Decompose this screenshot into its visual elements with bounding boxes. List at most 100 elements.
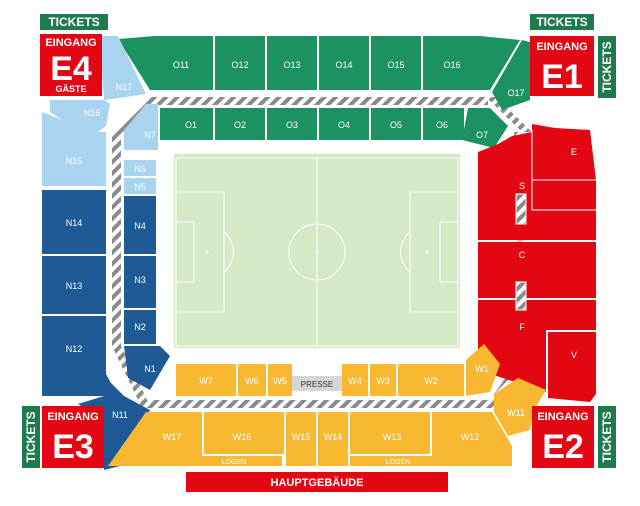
block-n17[interactable] bbox=[102, 36, 146, 100]
block-n14[interactable] bbox=[42, 190, 106, 254]
label-n6: N6 bbox=[134, 164, 146, 174]
block-o14[interactable] bbox=[319, 36, 369, 90]
label-n3: N3 bbox=[134, 275, 146, 285]
block-n6[interactable] bbox=[124, 160, 156, 176]
label-w12: W12 bbox=[461, 432, 480, 442]
block-o15[interactable] bbox=[371, 36, 421, 90]
tickets-top-left-label: TICKETS bbox=[48, 15, 99, 29]
block-n15[interactable] bbox=[42, 112, 106, 186]
label-s: S bbox=[519, 181, 525, 191]
walkway-top bbox=[150, 97, 488, 105]
tickets-right-top[interactable] bbox=[598, 36, 616, 98]
block-o7[interactable] bbox=[462, 108, 508, 148]
label-n5: N5 bbox=[134, 182, 146, 192]
block-w17[interactable] bbox=[108, 412, 202, 466]
block-w3[interactable] bbox=[370, 364, 396, 396]
entrance-e1[interactable]: EINGANG E1 bbox=[530, 36, 594, 96]
entrance-e2-label: EINGANG bbox=[537, 411, 588, 423]
block-w2[interactable] bbox=[398, 364, 464, 396]
entrance-e3[interactable]: EINGANG E3 bbox=[42, 406, 104, 468]
block-n16[interactable] bbox=[50, 100, 110, 132]
tickets-left-bottom-label: TICKETS bbox=[24, 411, 38, 462]
label-o1: O1 bbox=[185, 120, 197, 130]
tickets-top-right[interactable] bbox=[530, 14, 594, 30]
block-w4[interactable] bbox=[342, 364, 368, 396]
block-w13[interactable] bbox=[350, 412, 430, 454]
label-n4: N4 bbox=[134, 221, 146, 231]
block-o1[interactable] bbox=[160, 108, 213, 140]
block-w11[interactable] bbox=[494, 378, 546, 436]
block-w14[interactable] bbox=[318, 412, 348, 466]
label-logen-right: LOGEN bbox=[386, 459, 411, 466]
label-w6: W6 bbox=[245, 376, 259, 386]
block-o13[interactable] bbox=[267, 36, 317, 90]
block-n13[interactable] bbox=[42, 256, 106, 314]
label-o4: O4 bbox=[338, 120, 350, 130]
block-e[interactable] bbox=[532, 124, 596, 180]
label-o17: O17 bbox=[507, 88, 524, 98]
block-o3[interactable] bbox=[267, 108, 317, 140]
label-w17: W17 bbox=[163, 432, 182, 442]
block-n7[interactable] bbox=[124, 104, 158, 150]
block-n12[interactable] bbox=[42, 316, 118, 396]
block-o16[interactable] bbox=[423, 36, 520, 90]
block-w16[interactable] bbox=[204, 412, 284, 454]
block-n2[interactable] bbox=[124, 310, 156, 344]
entrance-e4[interactable]: EINGANG E4 GÄSTE bbox=[40, 34, 102, 96]
logen-left-bar bbox=[186, 456, 282, 466]
block-labels: O11 O12 O13 O14 O15 O16 O17 O1 O2 O3 O4 … bbox=[66, 60, 577, 489]
entrance-e4-label: EINGANG bbox=[45, 37, 96, 49]
block-w12[interactable] bbox=[432, 412, 512, 466]
pitch-penalty-spot-left bbox=[205, 250, 209, 254]
block-o17[interactable] bbox=[492, 40, 530, 110]
label-o13: O13 bbox=[283, 60, 300, 70]
label-w15: W15 bbox=[292, 432, 311, 442]
tickets-right-top-label: TICKETS bbox=[600, 41, 614, 92]
tickets-left-bottom[interactable] bbox=[22, 406, 40, 468]
block-n4[interactable] bbox=[124, 196, 156, 254]
block-f[interactable] bbox=[478, 300, 596, 392]
label-w14: W14 bbox=[324, 432, 343, 442]
entrance-e4-code: E4 bbox=[50, 50, 92, 88]
tickets-right-bottom[interactable] bbox=[598, 406, 616, 468]
entrance-e2[interactable]: EINGANG E2 bbox=[532, 406, 594, 468]
block-n5[interactable] bbox=[124, 178, 156, 194]
pitch-lines bbox=[175, 157, 459, 347]
block-n1[interactable] bbox=[124, 346, 170, 390]
block-c[interactable] bbox=[478, 242, 596, 298]
hauptgebaeude-bar bbox=[186, 472, 448, 492]
block-n11[interactable] bbox=[78, 378, 150, 470]
block-w5[interactable] bbox=[268, 364, 292, 396]
block-v[interactable] bbox=[548, 332, 596, 402]
label-n14: N14 bbox=[66, 218, 83, 228]
block-w1[interactable] bbox=[466, 344, 500, 396]
block-o6[interactable] bbox=[423, 108, 464, 140]
entrance-e1-code: E1 bbox=[541, 58, 583, 96]
block-o11[interactable] bbox=[118, 36, 213, 90]
block-n3[interactable] bbox=[124, 256, 156, 308]
label-n1: N1 bbox=[144, 364, 156, 374]
block-o12[interactable] bbox=[215, 36, 265, 90]
block-w6[interactable] bbox=[238, 364, 266, 396]
label-f: F bbox=[519, 322, 525, 332]
label-o11: O11 bbox=[173, 60, 189, 70]
block-o2[interactable] bbox=[215, 108, 265, 140]
block-w15[interactable] bbox=[286, 412, 316, 466]
block-w7[interactable] bbox=[176, 364, 236, 396]
label-o7: O7 bbox=[476, 130, 488, 140]
label-w2: W2 bbox=[424, 376, 438, 386]
label-o5: O5 bbox=[390, 120, 402, 130]
label-o16: O16 bbox=[443, 60, 460, 70]
tickets-top-left[interactable] bbox=[40, 14, 108, 30]
block-o5[interactable] bbox=[371, 108, 421, 140]
block-o4[interactable] bbox=[319, 108, 369, 140]
presse-box bbox=[292, 376, 342, 391]
label-w3: W3 bbox=[376, 376, 390, 386]
label-w4: W4 bbox=[348, 376, 362, 386]
label-n7: N7 bbox=[144, 130, 156, 140]
label-logen-left: LOGEN bbox=[222, 459, 247, 466]
stair-mark-lower bbox=[515, 281, 527, 311]
label-o14: O14 bbox=[335, 60, 352, 70]
block-s[interactable] bbox=[478, 132, 596, 240]
